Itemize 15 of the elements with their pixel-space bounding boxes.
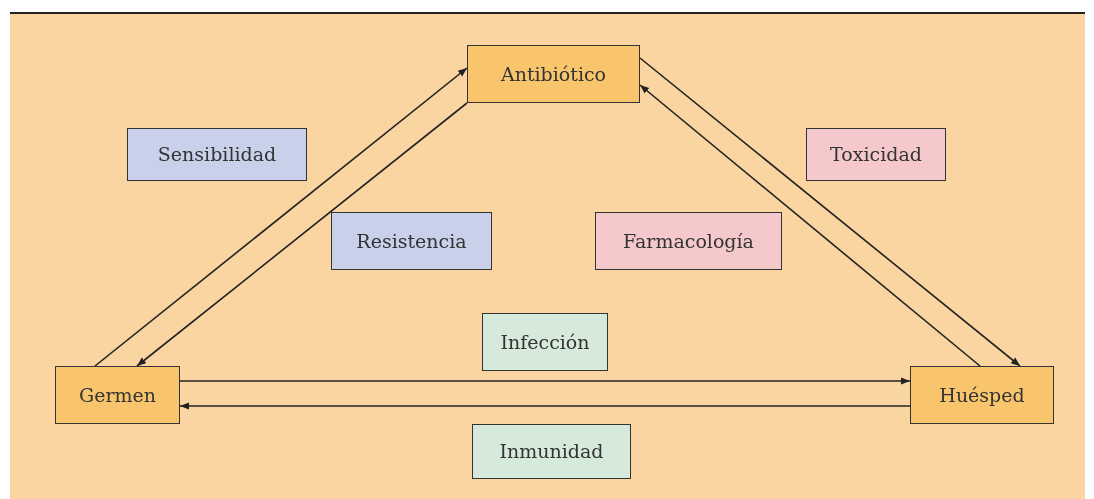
effect-box: Antibiótico <box>467 45 640 103</box>
node-box: Germen <box>55 366 180 424</box>
arrow <box>639 57 1021 367</box>
arrow <box>94 67 468 367</box>
arrow <box>179 377 911 385</box>
arrow <box>639 84 981 367</box>
arrow <box>136 102 468 367</box>
concept-box: Infección <box>482 313 608 371</box>
arrow <box>179 402 911 410</box>
concept-box: Sensibilidad <box>127 128 307 181</box>
concept-box: Farmacología <box>595 212 782 270</box>
node-box: Huésped <box>910 366 1054 424</box>
concept-box: Inmunidad <box>472 424 631 479</box>
concept-box: Resistencia <box>331 212 492 270</box>
concept-box: Toxicidad <box>806 128 946 181</box>
